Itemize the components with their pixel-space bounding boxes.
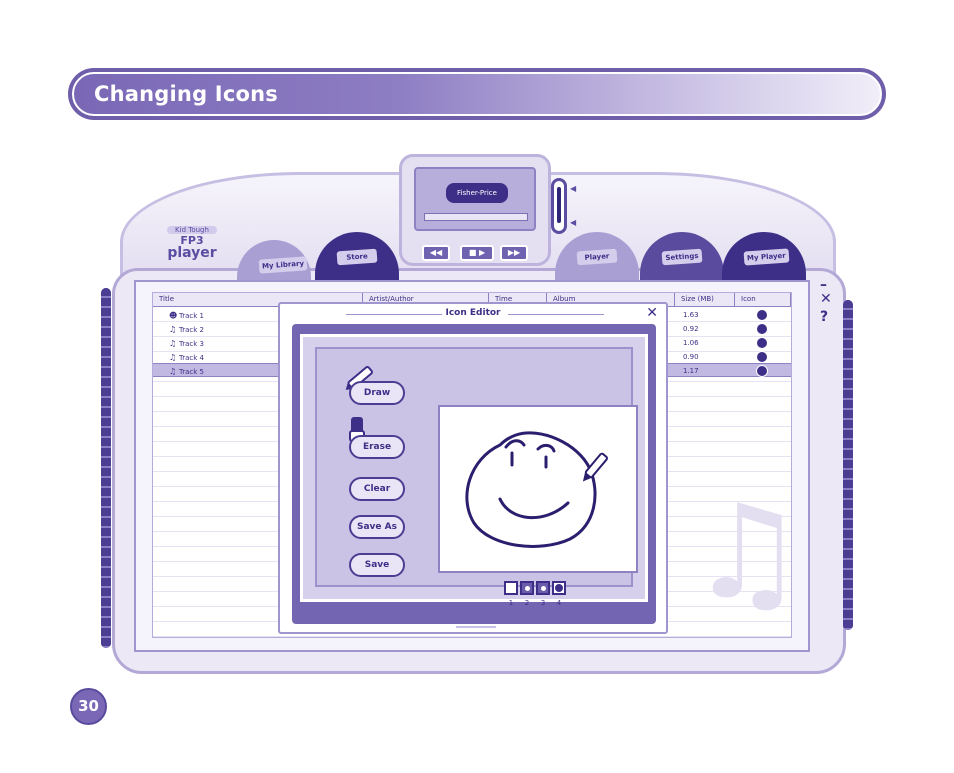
track-icon-dot[interactable] bbox=[756, 309, 768, 321]
display-logo: Fisher-Price bbox=[446, 183, 508, 203]
minimize-button[interactable]: – bbox=[820, 277, 827, 293]
section-title: Changing Icons bbox=[94, 82, 278, 106]
track-title: Track 2 bbox=[179, 326, 204, 334]
tab-store-label: Store bbox=[336, 248, 378, 266]
icon-editor-title: Icon Editor bbox=[445, 308, 501, 318]
play-pause-button[interactable]: ■ ▶ bbox=[460, 245, 494, 261]
icon-slots bbox=[504, 581, 566, 595]
size-cell: 1.17 bbox=[683, 367, 699, 375]
slot-number: 3 bbox=[540, 599, 546, 607]
section-header-inner: Changing Icons bbox=[72, 72, 882, 116]
draw-button[interactable]: Draw bbox=[349, 381, 405, 405]
icon-slot[interactable] bbox=[536, 581, 550, 595]
music-note-icon: ♫ bbox=[169, 325, 177, 334]
size-cell: 0.92 bbox=[683, 325, 699, 333]
icon-slot[interactable] bbox=[504, 581, 518, 595]
close-button[interactable]: ✕ bbox=[820, 291, 832, 307]
track-title: Track 4 bbox=[179, 354, 204, 362]
music-note-icon: ♫ bbox=[169, 367, 177, 376]
slot-number: 2 bbox=[524, 599, 530, 607]
title-rule-left bbox=[346, 314, 442, 315]
left-grip bbox=[101, 288, 111, 648]
canvas-pencil-icon bbox=[582, 452, 608, 482]
icon-slot-numbers: 1 2 3 4 bbox=[504, 599, 566, 607]
smiley-icon: ☻ bbox=[169, 311, 178, 320]
editor-grip bbox=[456, 626, 496, 628]
tab-my-library-label: My Library bbox=[258, 256, 308, 274]
editor-panel: Draw Erase Clear Save As Save bbox=[300, 334, 648, 607]
track-icon-dot[interactable] bbox=[756, 351, 768, 363]
right-grip bbox=[843, 300, 853, 630]
progress-bar[interactable] bbox=[424, 213, 528, 221]
smiley-drawing bbox=[465, 431, 608, 548]
track-title: Track 5 bbox=[179, 368, 204, 376]
track-title: Track 1 bbox=[179, 312, 204, 320]
column-header-size[interactable]: Size (MB) bbox=[675, 293, 735, 307]
music-note-icon: ♫ bbox=[169, 339, 177, 348]
title-rule-right bbox=[508, 314, 604, 315]
display-unit: Fisher-Price ◀◀ ■ ▶ ▶▶ bbox=[399, 154, 551, 266]
music-note-icon: ♫ bbox=[689, 487, 791, 617]
table-row[interactable]: ♫Track 2 bbox=[169, 323, 204, 336]
save-button[interactable]: Save bbox=[349, 553, 405, 577]
page-number: 30 bbox=[70, 688, 107, 725]
icon-editor-dialog: Icon Editor ✕ Draw Erase Cle bbox=[278, 302, 668, 634]
brand-logo: Kid Tough FP3 player bbox=[157, 226, 227, 260]
clear-button[interactable]: Clear bbox=[349, 477, 405, 501]
prev-button[interactable]: ◀◀ bbox=[422, 245, 450, 261]
brand-name: player bbox=[167, 245, 217, 261]
track-icon-dot[interactable] bbox=[756, 365, 768, 377]
table-row[interactable]: ☻Track 1 bbox=[169, 309, 204, 322]
volume-slider[interactable] bbox=[551, 178, 567, 234]
tab-settings-label: Settings bbox=[661, 248, 703, 266]
slot-number: 4 bbox=[556, 599, 562, 607]
track-icon-dot[interactable] bbox=[756, 337, 768, 349]
save-as-button[interactable]: Save As bbox=[349, 515, 405, 539]
track-icon-dot[interactable] bbox=[756, 323, 768, 335]
size-cell: 1.06 bbox=[683, 339, 699, 347]
icon-slot[interactable] bbox=[520, 581, 534, 595]
icon-slot-selected[interactable] bbox=[552, 581, 566, 595]
display-screen: Fisher-Price bbox=[414, 167, 536, 231]
tab-player-label: Player bbox=[576, 248, 618, 266]
tab-my-player-label: My Player bbox=[743, 248, 790, 266]
help-button[interactable]: ? bbox=[820, 309, 829, 325]
table-row[interactable]: ♫Track 3 bbox=[169, 337, 204, 350]
editor-workspace: Draw Erase Clear Save As Save bbox=[315, 347, 638, 607]
table-row[interactable]: ♫Track 5 bbox=[169, 365, 204, 378]
volume-down-icon: ◀ bbox=[570, 218, 577, 227]
brand-small-text: Kid Tough bbox=[167, 226, 217, 234]
next-button[interactable]: ▶▶ bbox=[500, 245, 528, 261]
brand-model: FP3 bbox=[180, 234, 204, 247]
editor-close-button[interactable]: ✕ bbox=[646, 305, 658, 321]
music-note-icon: ♫ bbox=[169, 353, 177, 362]
size-cell: 0.90 bbox=[683, 353, 699, 361]
size-cell: 1.63 bbox=[683, 311, 699, 319]
table-row[interactable]: ♫Track 4 bbox=[169, 351, 204, 364]
drawing-canvas[interactable] bbox=[438, 405, 638, 573]
editor-frame: Draw Erase Clear Save As Save bbox=[292, 324, 656, 624]
erase-button[interactable]: Erase bbox=[349, 435, 405, 459]
volume-up-icon: ◀ bbox=[570, 184, 577, 193]
column-header-icon[interactable]: Icon bbox=[735, 293, 791, 307]
section-header: Changing Icons bbox=[68, 68, 886, 120]
slot-number: 1 bbox=[508, 599, 514, 607]
track-title: Track 3 bbox=[179, 340, 204, 348]
